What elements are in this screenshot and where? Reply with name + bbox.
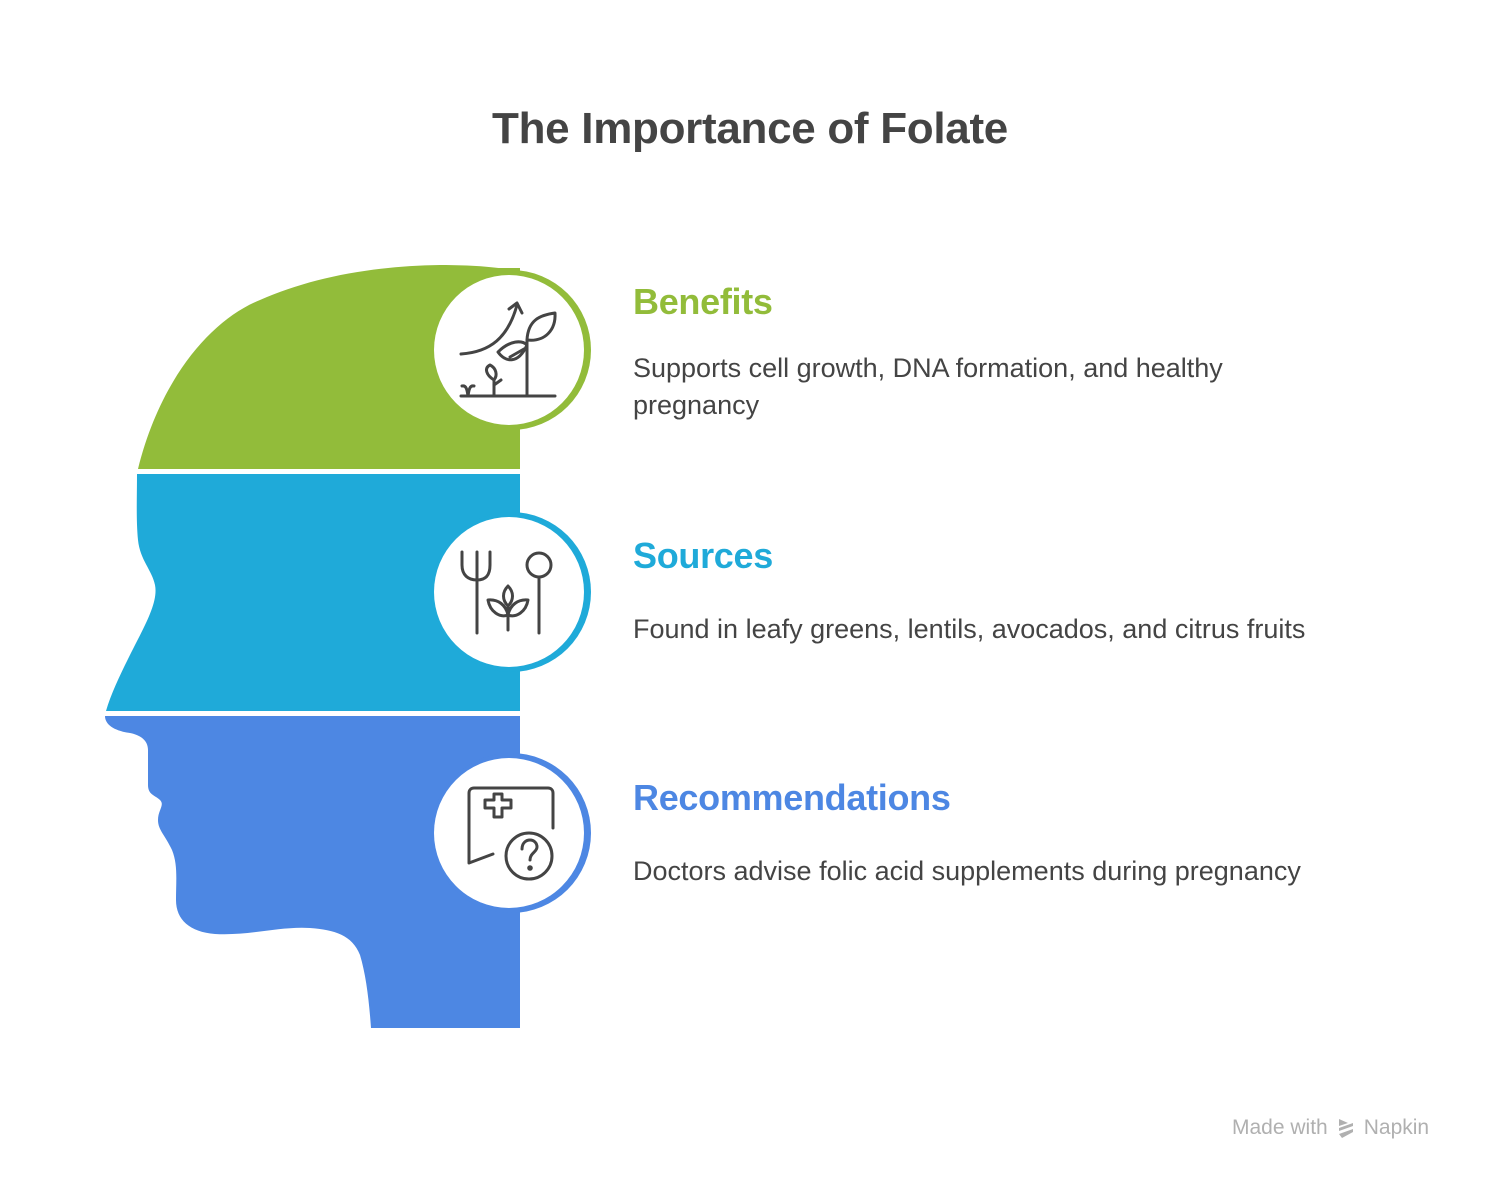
made-with-label: Made with: [1232, 1116, 1328, 1139]
benefits-item: Benefits Supports cell growth, DNA forma…: [633, 282, 1433, 424]
separator-2: [100, 711, 525, 716]
benefits-description-line2: pregnancy: [633, 390, 760, 420]
recommendations-segment: [105, 716, 591, 1028]
sources-item: Sources Found in leafy greens, lentils, …: [633, 536, 1433, 648]
benefits-segment: [138, 265, 591, 469]
made-with-napkin-badge[interactable]: Made with Napkin: [1232, 1116, 1429, 1140]
napkin-logo-icon: [1338, 1119, 1353, 1138]
sources-segment: [106, 474, 591, 711]
recommendations-title: Recommendations: [633, 777, 951, 818]
separator-1: [100, 469, 525, 474]
medical-question-chat-icon: [467, 786, 555, 881]
napkin-brand-label: Napkin: [1363, 1116, 1430, 1139]
recommendations-description: Doctors advise folic acid supplements du…: [633, 856, 1301, 886]
sources-description: Found in leafy greens, lentils, avocados…: [633, 614, 1306, 644]
page-title: The Importance of Folate: [492, 104, 1008, 153]
fork-spoon-leaf-icon: [460, 550, 553, 635]
benefits-title: Benefits: [633, 281, 773, 322]
benefits-description-line1: Supports cell growth, DNA formation, and…: [633, 353, 1223, 383]
recommendations-item: Recommendations Doctors advise folic aci…: [633, 778, 1433, 890]
sources-title: Sources: [633, 535, 773, 576]
plant-growth-icon: [459, 301, 557, 398]
